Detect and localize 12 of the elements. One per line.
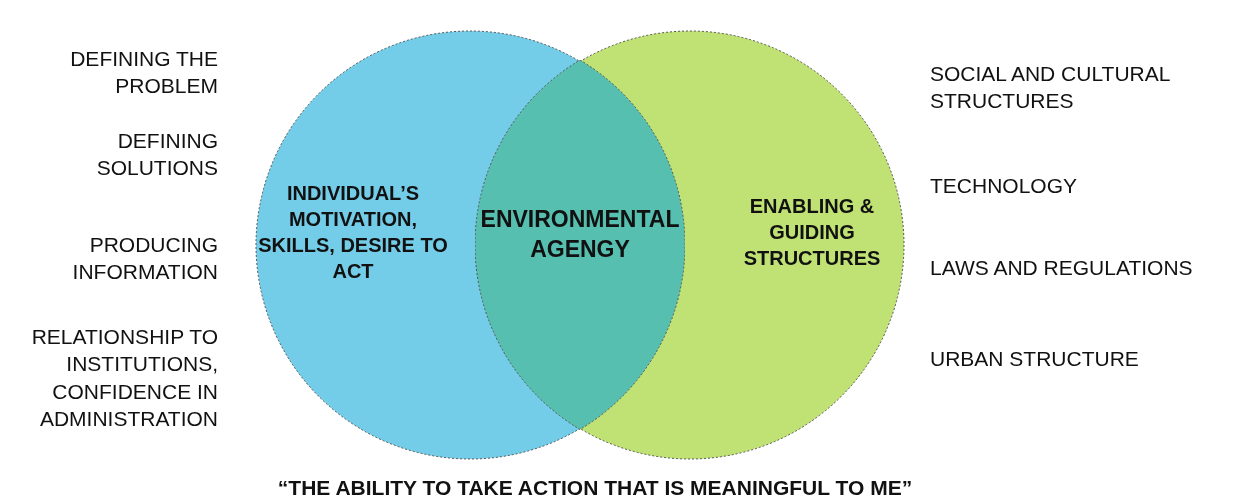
circle-label: ENVIRONMENTAL AGENGY	[479, 205, 681, 264]
list-item: LAWS AND REGULATIONS	[930, 255, 1194, 281]
list-item: SOCIAL AND CULTURAL STRUCTURES	[930, 61, 1171, 115]
list-item: RELATIONSHIP TO INSTITUTIONS, CONFIDENCE IN ADMINISTRATION	[30, 324, 218, 432]
list-item: DEFINING SOLUTIONS	[95, 128, 218, 182]
list-item: TECHNOLOGY	[930, 173, 1079, 199]
list-item: PRODUCING INFORMATION	[71, 232, 218, 286]
circle-label: INDIVIDUAL’S MOTIVATION, SKILLS, DESIRE TO ACT	[258, 181, 448, 284]
circle-label: ENABLING & GUIDING STRUCTURES	[742, 194, 882, 271]
list-item: URBAN STRUCTURE	[930, 346, 1140, 372]
list-item: DEFINING THE PROBLEM	[69, 46, 218, 100]
caption-quote: “THE ABILITY TO TAKE ACTION THAT IS MEANINGFUL TO ME”	[277, 476, 913, 499]
